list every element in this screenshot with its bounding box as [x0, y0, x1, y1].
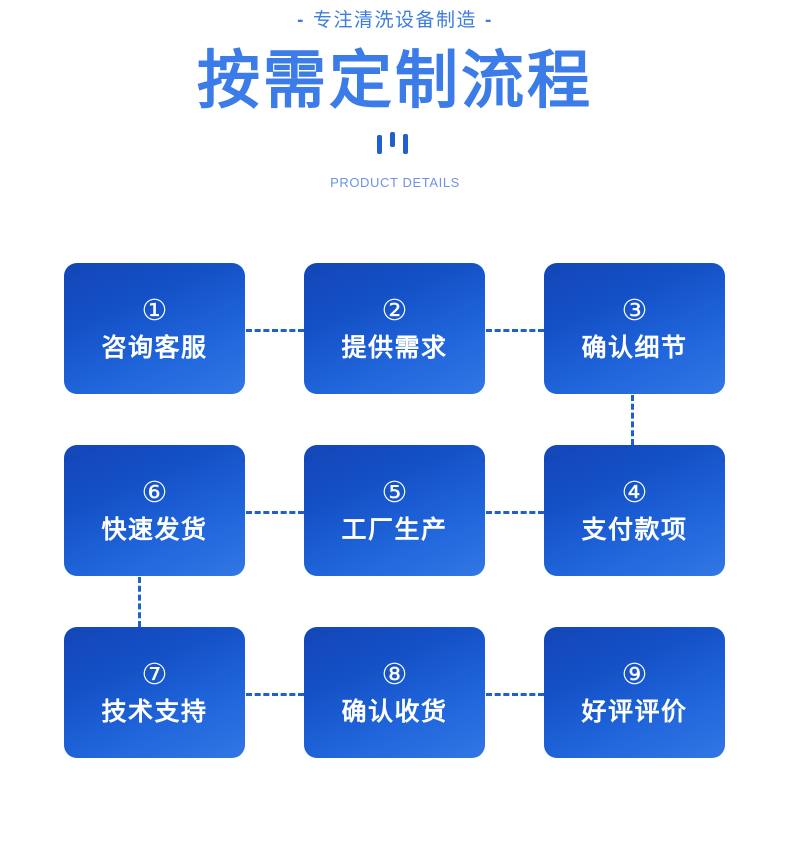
flow-step-6-number: ⑥: [141, 474, 168, 509]
flow-step-1-label: 咨询客服: [101, 333, 208, 362]
decorative-bar-3: [403, 134, 408, 154]
flow-step-3[interactable]: ③ 确认细节: [544, 263, 725, 394]
process-flow-diagram: ① 咨询客服 ② 提供需求 ③ 确认细节 ⑥ 快速发货 ⑤ 工厂生产 ④ 支付款…: [0, 263, 790, 758]
flow-step-6[interactable]: ⑥ 快速发货: [64, 445, 245, 576]
flow-step-5-label: 工厂生产: [341, 515, 448, 544]
page-title: 按需定制流程: [197, 46, 593, 116]
page-header: -专注清洗设备制造- 按需定制流程 PRODUCT DETAILS: [0, 0, 790, 190]
flow-step-9-label: 好评评价: [581, 697, 688, 726]
flow-step-2[interactable]: ② 提供需求: [304, 263, 485, 394]
connector-step4-step5: [486, 511, 544, 514]
connector-step5-step6: [246, 511, 304, 514]
flow-step-1-number: ①: [141, 292, 168, 327]
page-subtitle-en: PRODUCT DETAILS: [330, 175, 460, 190]
flow-step-5-number: ⑤: [381, 474, 408, 509]
flow-step-7[interactable]: ⑦ 技术支持: [64, 627, 245, 758]
connector-step8-step9: [486, 693, 544, 696]
flow-step-8-number: ⑧: [381, 656, 408, 691]
flow-step-8-label: 确认收货: [341, 697, 448, 726]
flow-step-3-label: 确认细节: [581, 333, 688, 362]
flow-step-7-label: 技术支持: [101, 697, 208, 726]
decorative-bar-1: [377, 135, 382, 154]
flow-step-3-number: ③: [621, 292, 648, 327]
flow-step-5[interactable]: ⑤ 工厂生产: [304, 445, 485, 576]
connector-step7-step8: [246, 693, 304, 696]
flow-step-9-number: ⑨: [621, 656, 648, 691]
connector-step1-step2: [246, 329, 304, 332]
flow-step-1[interactable]: ① 咨询客服: [64, 263, 245, 394]
eyebrow-dash-right: -: [485, 10, 493, 31]
flow-step-4-number: ④: [621, 474, 648, 509]
flow-step-7-number: ⑦: [141, 656, 168, 691]
flow-step-2-number: ②: [381, 292, 408, 327]
flow-step-4[interactable]: ④ 支付款项: [544, 445, 725, 576]
flow-step-9[interactable]: ⑨ 好评评价: [544, 627, 725, 758]
connector-step3-step4: [631, 395, 634, 445]
connector-step6-step7: [138, 577, 141, 627]
decorative-bar-2: [390, 132, 395, 147]
flow-step-4-label: 支付款项: [581, 515, 688, 544]
eyebrow-dash-left: -: [297, 10, 305, 31]
connector-step2-step3: [486, 329, 544, 332]
flow-step-2-label: 提供需求: [341, 333, 448, 362]
flow-step-8[interactable]: ⑧ 确认收货: [304, 627, 485, 758]
eyebrow-text: 专注清洗设备制造: [312, 10, 477, 31]
decorative-bars-icon: [377, 132, 413, 156]
flow-step-6-label: 快速发货: [101, 515, 208, 544]
eyebrow-tagline: -专注清洗设备制造-: [0, 6, 790, 36]
